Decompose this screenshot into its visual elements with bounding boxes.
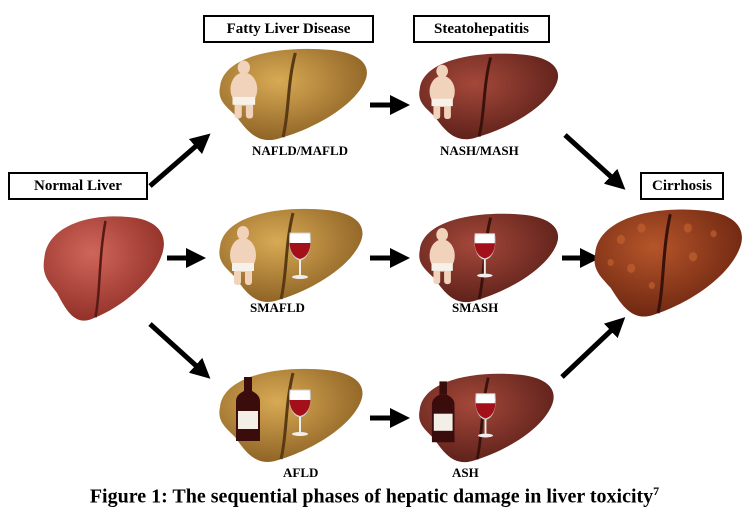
label-smafld: SMAFLD bbox=[250, 300, 305, 315]
label-nafld: NAFLD/MAFLD bbox=[252, 143, 349, 158]
smash-liver-image bbox=[419, 213, 559, 303]
label-afld: AFLD bbox=[283, 465, 319, 480]
normal-liver-image bbox=[43, 216, 164, 321]
label-ash: ASH bbox=[452, 465, 479, 480]
caption-reference: 7 bbox=[653, 484, 660, 498]
label-nash: NASH/MASH bbox=[440, 143, 519, 158]
label-smash: SMASH bbox=[452, 300, 499, 315]
cirrhosis-liver-image bbox=[594, 209, 742, 317]
stage-box-normal-liver: Normal Liver bbox=[8, 172, 148, 200]
arrow-normal-to-nafld bbox=[148, 133, 211, 188]
nash-liver-image bbox=[419, 53, 559, 140]
figure-caption: Figure 1: The sequential phases of hepat… bbox=[0, 484, 749, 509]
arrow-nash-to-cirrhosis bbox=[563, 133, 626, 190]
arrow-normal-to-afld bbox=[148, 322, 211, 379]
progression-arrows bbox=[148, 95, 626, 428]
stage-box-steatohepatitis: Steatohepatitis bbox=[413, 15, 550, 43]
stage-box-cirrhosis: Cirrhosis bbox=[640, 172, 724, 200]
afld-liver-image bbox=[219, 368, 363, 462]
caption-text: Figure 1: The sequential phases of hepat… bbox=[89, 485, 654, 508]
smafld-liver-image bbox=[219, 208, 363, 302]
nafld-liver-image bbox=[219, 48, 367, 141]
arrow-ash-to-cirrhosis bbox=[560, 317, 626, 379]
ash-liver-image bbox=[419, 373, 554, 463]
stage-box-fatty-liver-disease: Fatty Liver Disease bbox=[203, 15, 374, 43]
